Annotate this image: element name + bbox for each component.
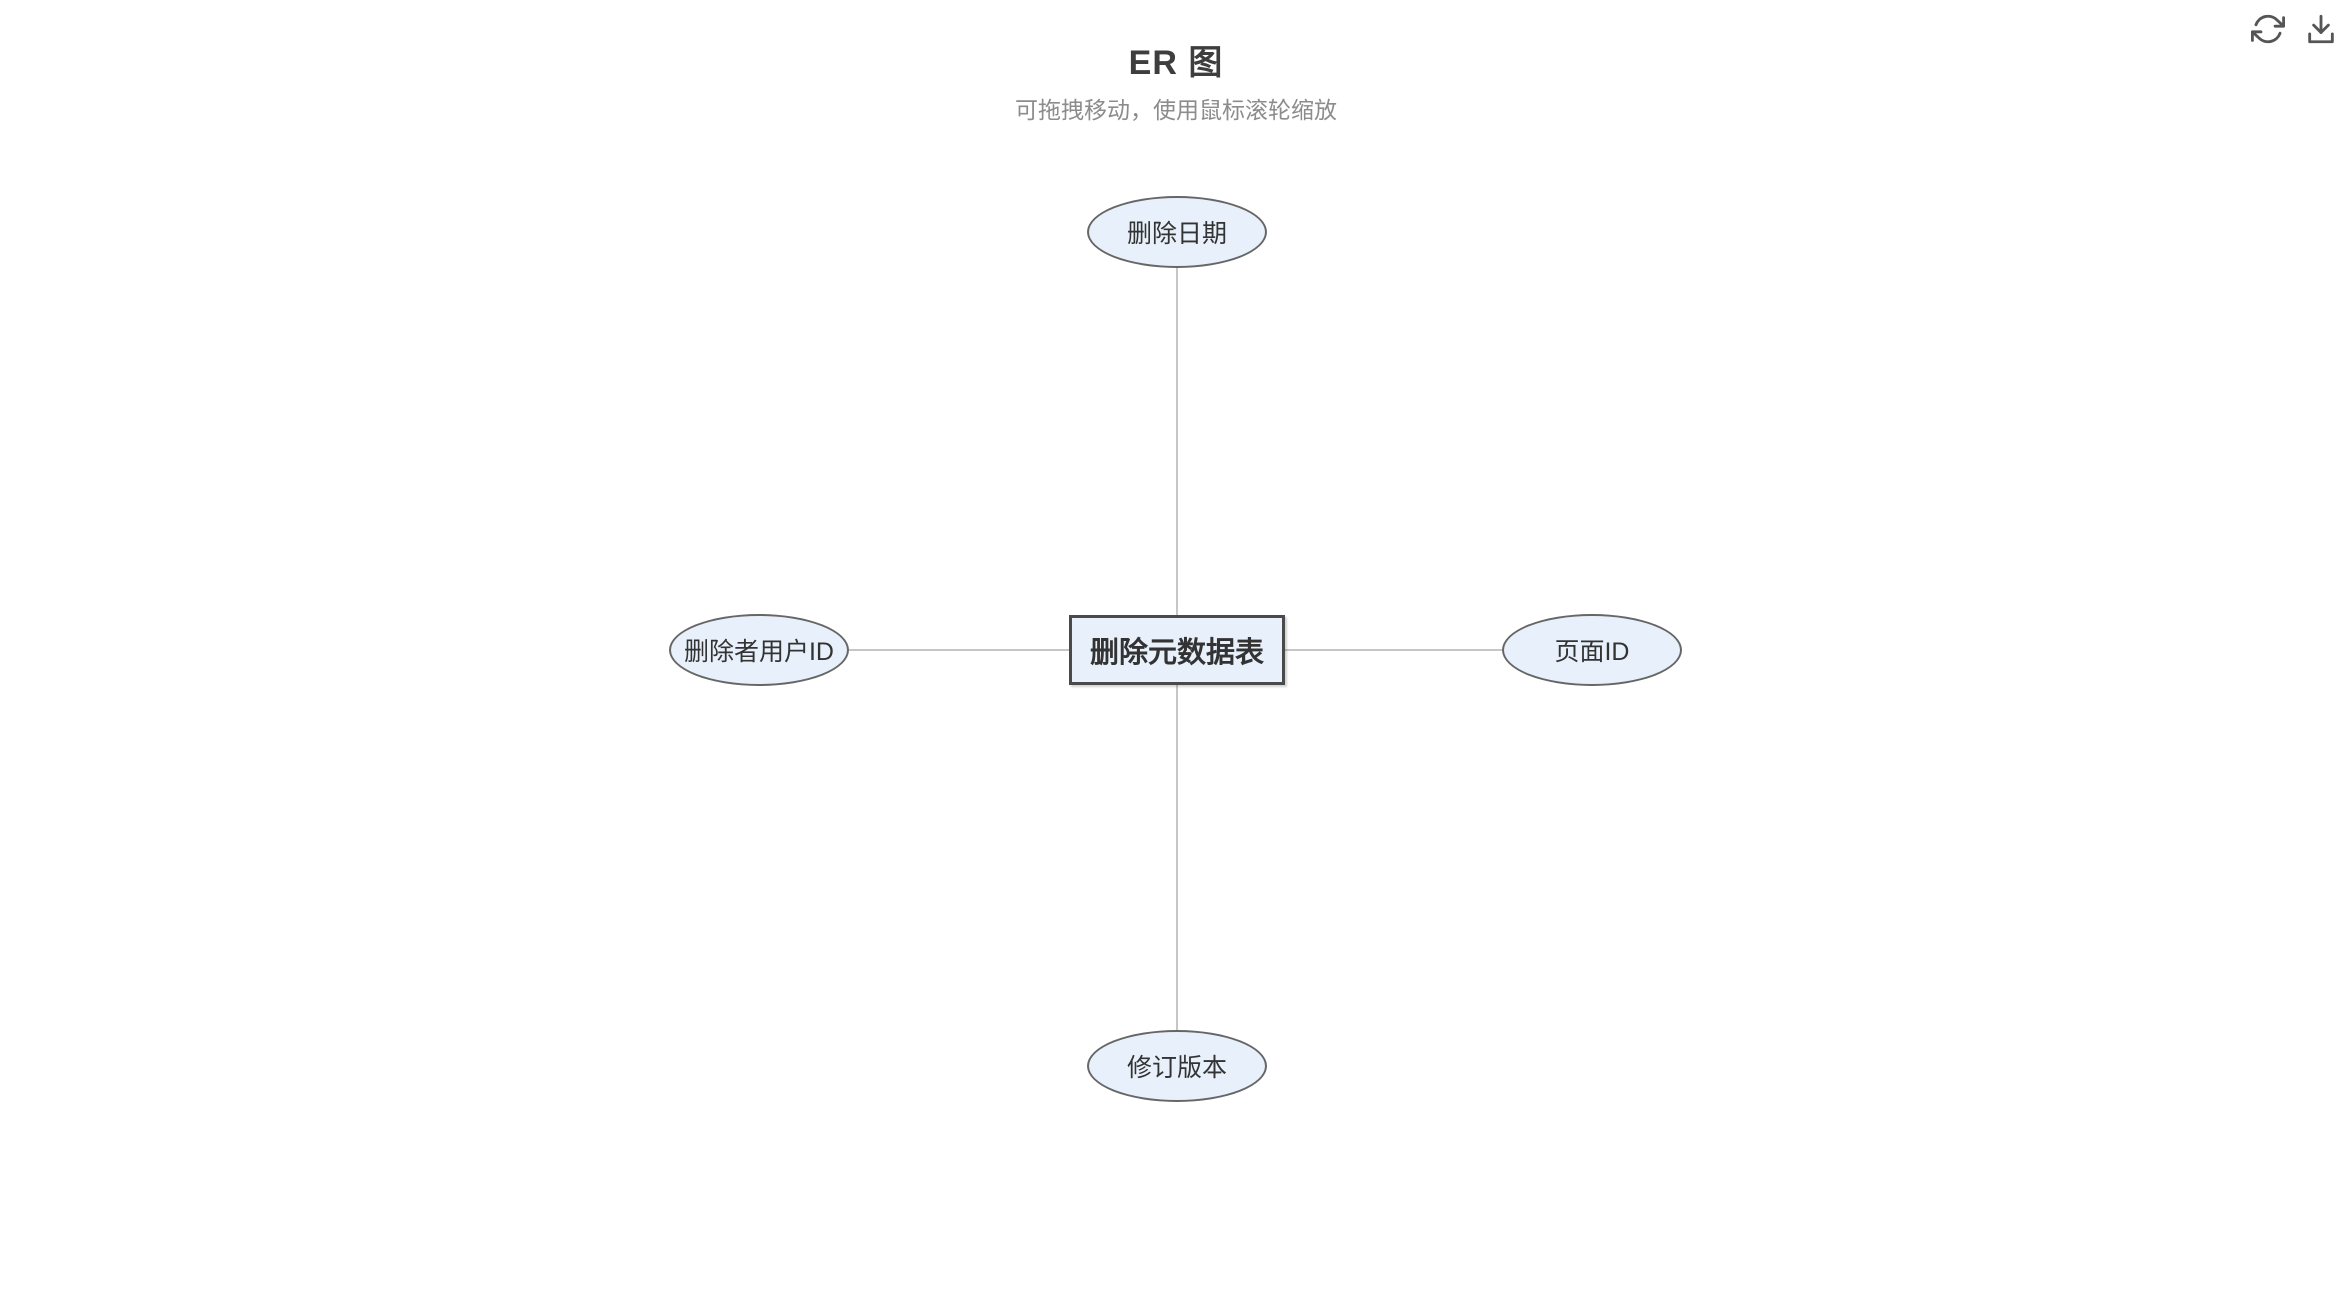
page-header: ER 图 可拖拽移动，使用鼠标滚轮缩放 <box>0 0 2352 125</box>
entity-node[interactable]: 删除元数据表 <box>1069 615 1285 685</box>
attribute-node-right[interactable]: 页面ID <box>1502 614 1682 686</box>
page-title: ER 图 <box>1128 44 1224 82</box>
attribute-node-top[interactable]: 删除日期 <box>1087 196 1267 268</box>
toolbar <box>2250 11 2339 47</box>
refresh-icon <box>2251 14 2285 44</box>
attribute-node-bottom[interactable]: 修订版本 <box>1087 1030 1267 1102</box>
attribute-node-left[interactable]: 删除者用户ID <box>669 614 849 686</box>
refresh-button[interactable] <box>2250 11 2286 47</box>
page-subtitle: 可拖拽移动，使用鼠标滚轮缩放 <box>1015 97 1337 123</box>
download-icon <box>2308 14 2334 44</box>
download-button[interactable] <box>2303 11 2339 47</box>
